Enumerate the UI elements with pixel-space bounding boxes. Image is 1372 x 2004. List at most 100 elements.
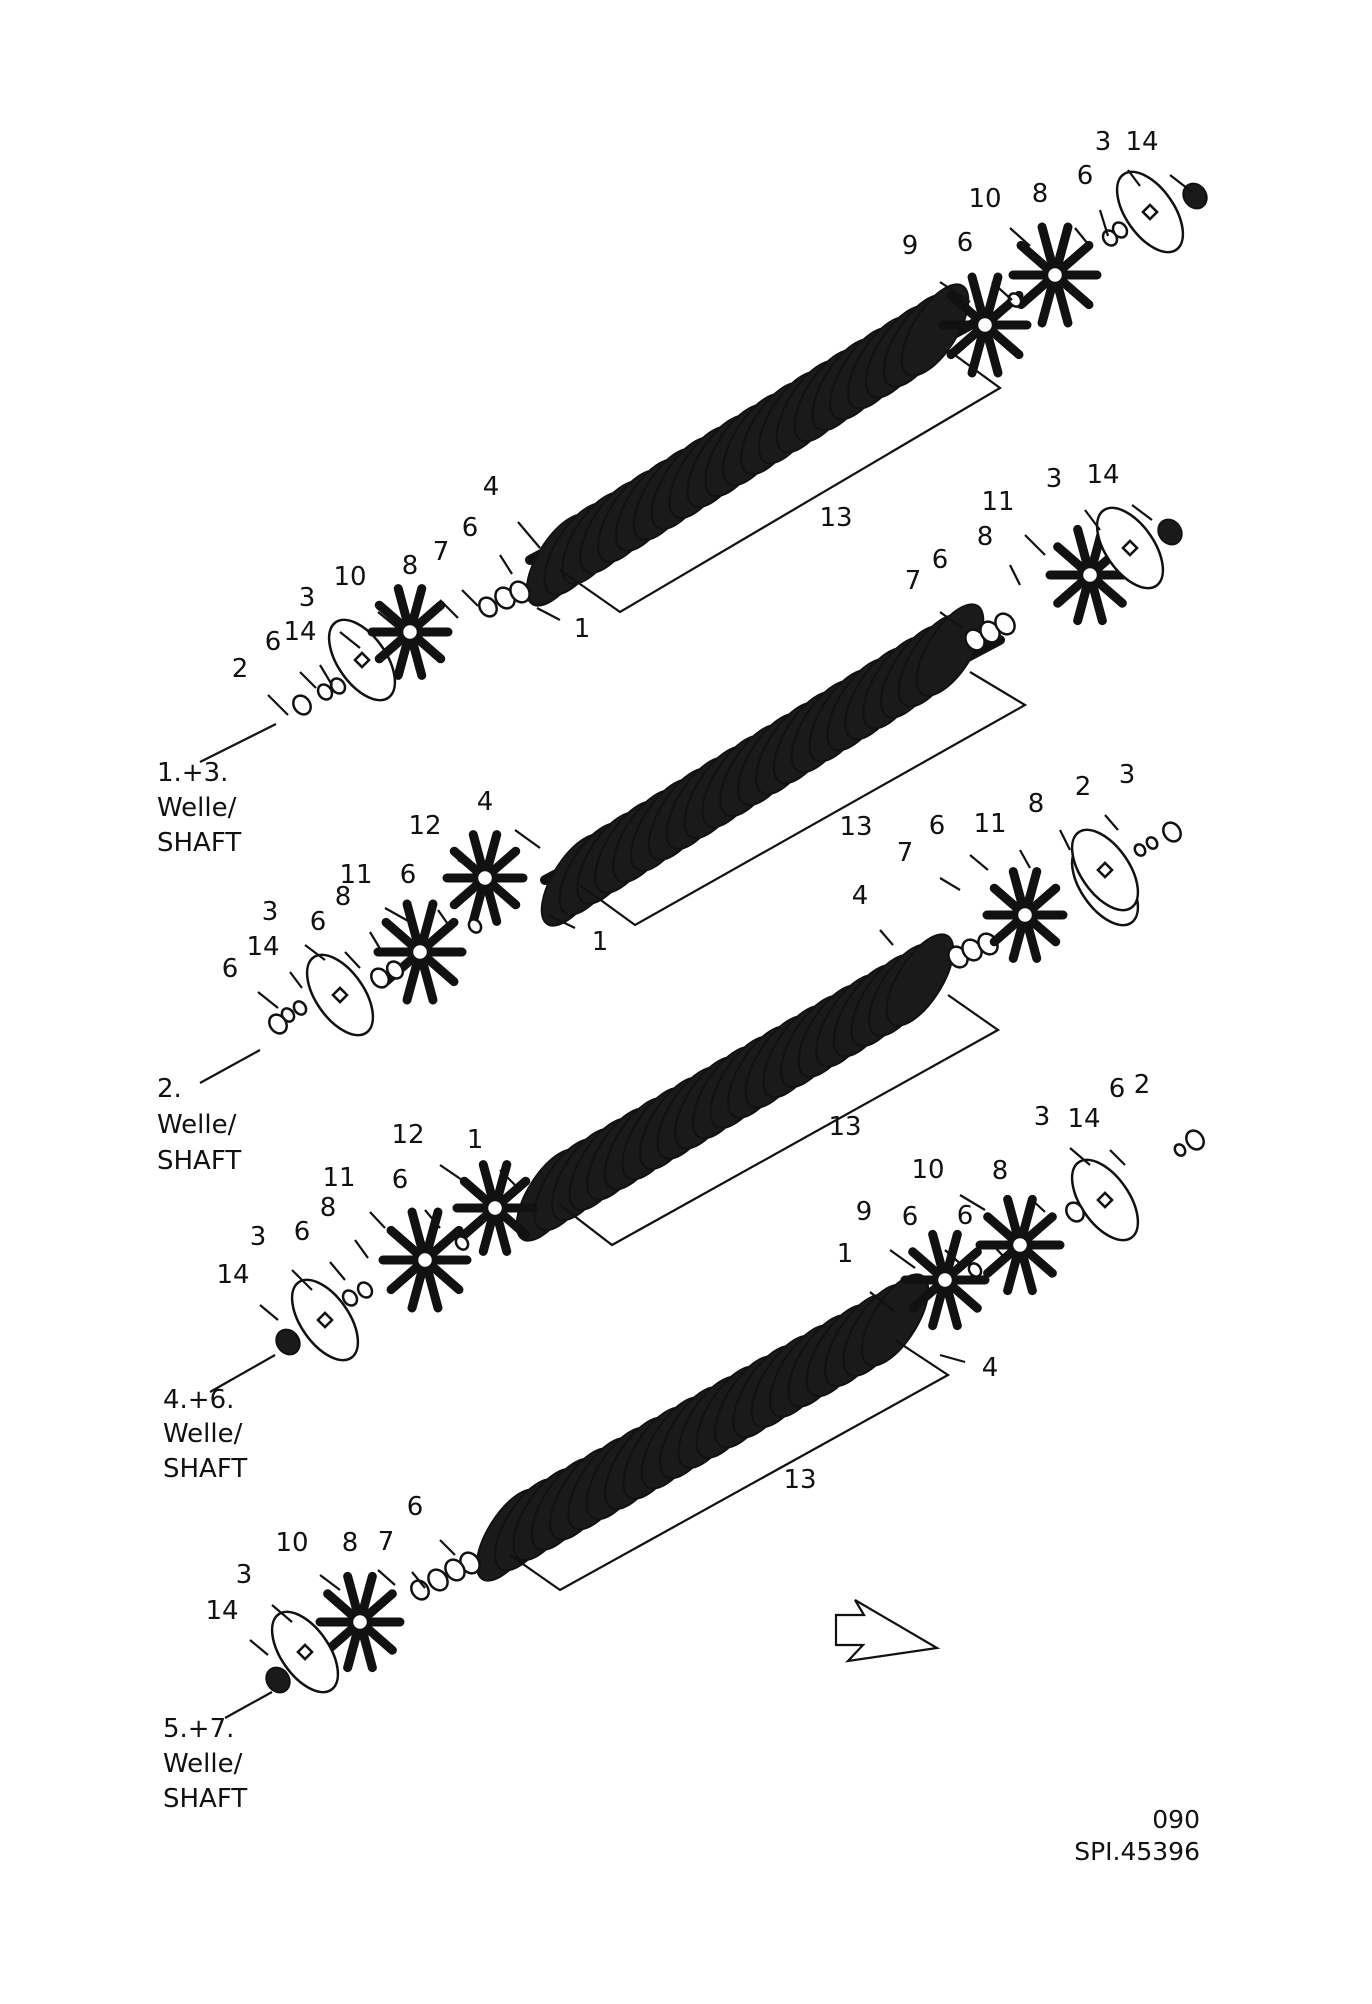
- callout-label: 14: [246, 932, 279, 962]
- leader-line: [439, 1539, 456, 1556]
- star-wheel: [982, 867, 1068, 963]
- callout-label: 7: [433, 537, 450, 567]
- roller-drum: [525, 283, 970, 607]
- washer: [994, 612, 1016, 636]
- washer: [1162, 821, 1182, 843]
- caption-welle: Welle/: [163, 1419, 243, 1449]
- leader-line: [249, 1639, 269, 1656]
- callout-label: 6: [310, 907, 327, 937]
- leader-line: [1127, 169, 1141, 187]
- callout-label: 6: [932, 545, 949, 575]
- callout-label: 6: [1109, 1074, 1126, 1104]
- star-hub: [975, 315, 995, 335]
- callout-label: 3: [299, 583, 316, 613]
- callout-label: 2: [1075, 772, 1092, 802]
- callout-label: 9: [902, 231, 919, 261]
- star-wheel: [452, 1160, 538, 1256]
- star-hub: [1015, 905, 1035, 925]
- callout-label: 9: [856, 1197, 873, 1227]
- shaft-leader: [199, 1049, 261, 1084]
- leader-line: [1109, 1149, 1126, 1166]
- callout-label: 4: [477, 787, 494, 817]
- callout-label: 10: [968, 184, 1001, 214]
- callout-label: 1: [467, 1125, 484, 1155]
- leader-line: [944, 1249, 966, 1269]
- callout-label: 3: [262, 897, 279, 927]
- leader-line: [879, 929, 894, 946]
- washer: [329, 677, 347, 695]
- leader-line: [424, 1209, 441, 1229]
- leader-line: [499, 554, 513, 575]
- callout-label: 6: [1077, 161, 1094, 191]
- callout-label: 3: [1119, 760, 1136, 790]
- callout-label: 1: [574, 614, 591, 644]
- callout-label: 13: [819, 503, 852, 533]
- nut: [275, 1328, 301, 1356]
- callout-label: 6: [400, 860, 417, 890]
- washer: [478, 596, 498, 618]
- leader-line: [339, 631, 361, 649]
- star-hub: [1080, 565, 1100, 585]
- star-hub: [350, 1612, 370, 1632]
- callout-label: 6: [222, 954, 239, 984]
- caption-shaft: SHAFT: [157, 828, 241, 858]
- leader-line: [411, 1571, 426, 1589]
- roller-drum: [475, 1273, 930, 1582]
- page-number: 090: [1152, 1805, 1200, 1834]
- callout-label: 4: [982, 1353, 999, 1383]
- leader-line: [1019, 849, 1031, 869]
- callout-label: 10: [333, 562, 366, 592]
- caption-shaft: SHAFT: [157, 1146, 241, 1176]
- leader-line: [457, 859, 476, 871]
- caption-number: 4.+6.: [163, 1385, 234, 1415]
- leader-line: [271, 1604, 293, 1623]
- bracket-13: [559, 994, 1001, 1247]
- callout-label: 6: [957, 228, 974, 258]
- leader-line: [514, 829, 541, 849]
- washer: [1007, 292, 1023, 308]
- callout-label: 4: [852, 881, 869, 911]
- leader-line: [369, 1211, 386, 1229]
- leader-line: [1029, 1197, 1046, 1213]
- leader-line: [1074, 227, 1089, 245]
- washer: [1173, 1143, 1187, 1157]
- direction-arrow-icon: [834, 1599, 941, 1663]
- callout-label: 11: [973, 809, 1006, 839]
- square-hole: [316, 1311, 334, 1329]
- washer: [316, 683, 334, 701]
- callout-label: 6: [957, 1201, 974, 1231]
- star-hub: [935, 1270, 955, 1290]
- callout-label: 8: [402, 551, 419, 581]
- callout-label: 3: [236, 1560, 253, 1590]
- washer: [509, 580, 531, 604]
- leader-line: [991, 281, 1013, 301]
- leader-line: [344, 951, 361, 969]
- callout-label: 6: [407, 1492, 424, 1522]
- leader-line: [354, 1239, 369, 1259]
- spiral-tine: [900, 283, 970, 377]
- leader-line: [1131, 504, 1153, 521]
- callout-label: 11: [981, 487, 1014, 517]
- callout-label: 12: [391, 1120, 424, 1150]
- callout-label: 14: [1086, 460, 1119, 490]
- leader-line: [1084, 509, 1101, 531]
- square-hole: [1096, 861, 1114, 879]
- callout-label: 6: [902, 1202, 919, 1232]
- callout-label: 8: [320, 1193, 337, 1223]
- caption-shaft-3: 4.+6. Welle/ SHAFT: [163, 1385, 247, 1484]
- callout-label: 11: [322, 1163, 355, 1193]
- leader-line: [439, 1164, 463, 1181]
- callout-label: 8: [335, 882, 352, 912]
- leader-line: [939, 281, 971, 303]
- leader-line: [499, 1169, 516, 1186]
- callout-label: 6: [929, 811, 946, 841]
- callout-label: 6: [294, 1217, 311, 1247]
- callout-label: 12: [408, 811, 441, 841]
- caption-shaft-2: 2. Welle/ SHAFT: [157, 1074, 241, 1176]
- star-wheel: [367, 584, 453, 680]
- leader-line: [1069, 1147, 1091, 1166]
- caption-number: 2.: [157, 1074, 182, 1104]
- callout-label: 3: [1046, 464, 1063, 494]
- washer: [467, 918, 483, 934]
